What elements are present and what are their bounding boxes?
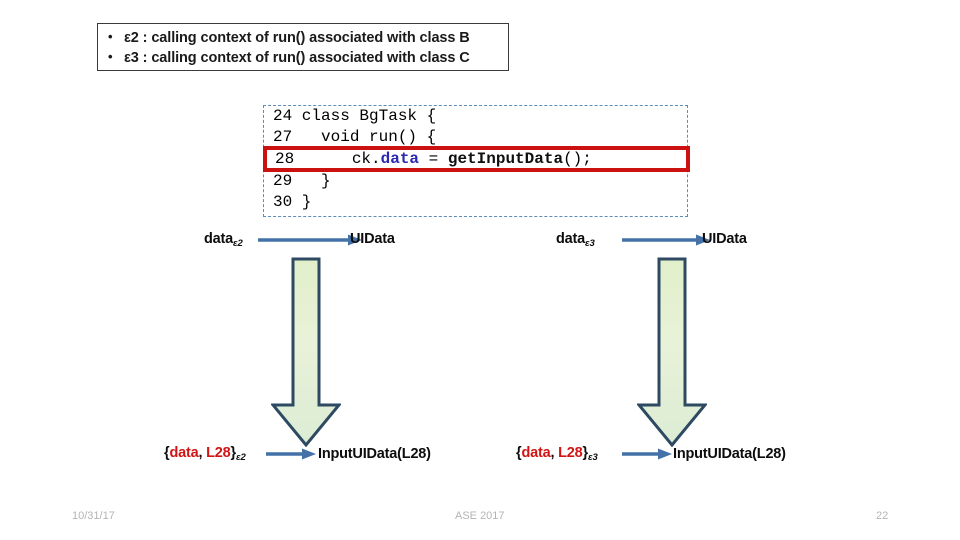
set-comma-left: , bbox=[198, 445, 207, 461]
code-line-28-prefix: ck. bbox=[294, 150, 381, 168]
green-down-arrow-left bbox=[271, 257, 341, 447]
bullet-list: ε2 : calling context of run() associated… bbox=[98, 24, 508, 68]
label-data-epsilon2-base: data bbox=[204, 231, 234, 247]
code-line-28-highlighted: 28 ck.data = getInputData(); bbox=[263, 146, 690, 172]
label-data-epsilon3-base: data bbox=[556, 231, 586, 247]
set-comma-right: , bbox=[550, 445, 559, 461]
set-subscript-left: ε2 bbox=[235, 452, 246, 463]
label-data-epsilon2-subscript: ε2 bbox=[233, 238, 243, 249]
code-line-27: 27 void run() { bbox=[273, 127, 437, 146]
set-item-data-right: data bbox=[521, 445, 551, 461]
footer-conference: ASE 2017 bbox=[455, 510, 505, 522]
label-data-epsilon3: dataε3 bbox=[556, 231, 595, 249]
code-line-28-number: 28 bbox=[275, 150, 295, 168]
green-down-arrow-right bbox=[637, 257, 707, 447]
bullet-callout-box: ε2 : calling context of run() associated… bbox=[97, 23, 509, 71]
blue-arrow-bottom-right bbox=[622, 448, 672, 460]
code-snippet-box: 24 class BgTask { 27 void run() { 28 ck.… bbox=[263, 105, 690, 217]
label-set-data-l28-epsilon3: {data, L28}ε3 bbox=[516, 445, 598, 463]
code-line-28-suffix: (); bbox=[563, 150, 592, 168]
code-token-data-field: data bbox=[380, 150, 420, 168]
set-subscript-right: ε3 bbox=[587, 452, 598, 463]
blue-arrow-top-left bbox=[258, 234, 362, 246]
brace-close-left: } bbox=[230, 445, 237, 461]
label-inputuidata-l28-right: InputUIData(L28) bbox=[673, 446, 786, 462]
brace-open-left: { bbox=[164, 445, 170, 461]
label-set-data-l28-epsilon2: {data, L28}ε2 bbox=[164, 445, 246, 463]
code-line-28-operator: = bbox=[419, 150, 448, 168]
blue-arrow-bottom-left bbox=[266, 448, 316, 460]
footer-date: 10/31/17 bbox=[72, 510, 115, 522]
set-item-data-left: data bbox=[169, 445, 199, 461]
bullet-item-epsilon2: ε2 : calling context of run() associated… bbox=[108, 27, 508, 48]
bullet-item-epsilon3: ε3 : calling context of run() associated… bbox=[108, 47, 508, 68]
label-uidata-top-left: UIData bbox=[350, 231, 395, 247]
brace-close-right: } bbox=[582, 445, 589, 461]
label-data-epsilon3-subscript: ε3 bbox=[585, 238, 595, 249]
code-line-29: 29 } bbox=[273, 172, 331, 190]
set-item-l28-right: L28 bbox=[558, 445, 583, 461]
blue-arrow-top-right bbox=[622, 234, 710, 246]
brace-open-right: { bbox=[516, 445, 522, 461]
label-data-epsilon2: dataε2 bbox=[204, 231, 243, 249]
code-line-30: 30 } bbox=[273, 192, 312, 211]
footer-page-number: 22 bbox=[876, 510, 889, 522]
label-uidata-top-right: UIData bbox=[702, 231, 747, 247]
set-item-l28-left: L28 bbox=[206, 445, 231, 461]
code-token-getinputdata-call: getInputData bbox=[447, 150, 564, 168]
code-line-24: 24 class BgTask { bbox=[273, 107, 437, 125]
label-inputuidata-l28-left: InputUIData(L28) bbox=[318, 446, 431, 462]
